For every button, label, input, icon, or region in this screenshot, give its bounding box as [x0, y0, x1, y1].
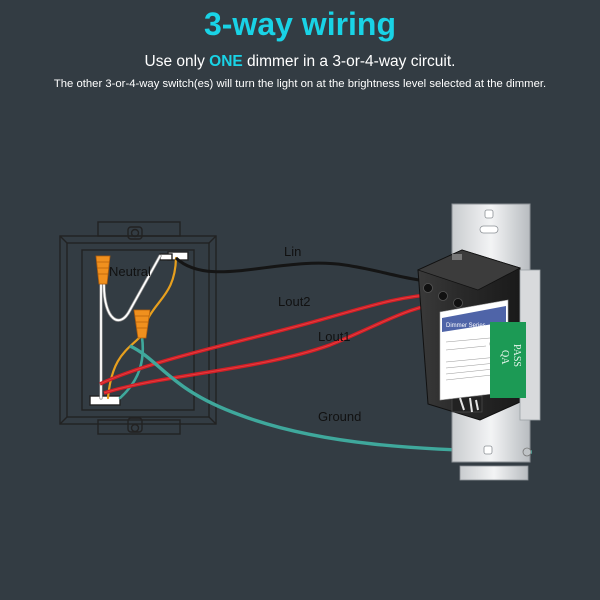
label-lout1: Lout1 [318, 329, 351, 344]
wire-ground [129, 344, 526, 454]
label-lin: Lin [284, 244, 301, 259]
qa-badge-line2: PASS [511, 344, 522, 367]
wire-lout1 [103, 300, 451, 395]
ground-terminal [522, 447, 532, 457]
qa-badge-line1: QA [499, 350, 510, 365]
subtitle-note: The other 3-or-4-way switch(es) will tur… [53, 78, 547, 90]
subtitle-before: Use only [144, 53, 210, 70]
label-ground: Ground [318, 409, 361, 424]
qa-pass-badge: QA PASS [490, 322, 526, 398]
subtitle-after: dimmer in a 3-or-4-way circuit. [242, 53, 456, 70]
wire-lout2 [99, 292, 441, 386]
wire-nut-ground [133, 309, 151, 339]
label-lout2: Lout2 [278, 294, 311, 309]
wire-nut-neutral [95, 255, 111, 285]
junction-box [59, 221, 217, 435]
page-title: 3-way wiring [203, 6, 397, 42]
dimmer-series-label: Dimmer Series [446, 323, 486, 329]
subtitle: Use only ONE dimmer in a 3-or-4-way circ… [0, 53, 600, 71]
wire-lin [174, 256, 439, 284]
label-neutral: Neutral [109, 264, 151, 279]
subtitle-emphasis: ONE [209, 53, 243, 70]
